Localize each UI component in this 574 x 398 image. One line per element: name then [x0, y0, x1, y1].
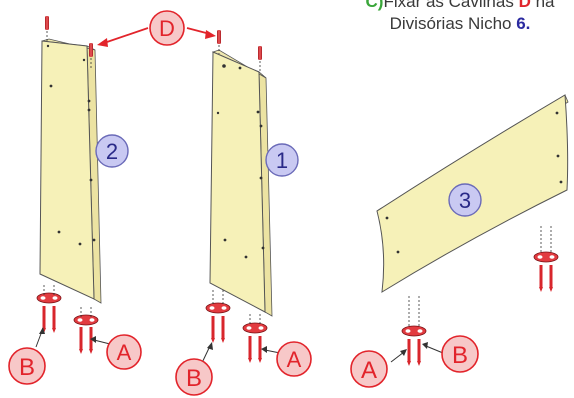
step-marker: C) [365, 0, 384, 11]
instruction-text: C)Fixar as Cavilhas D na Divisórias Nich… [330, 0, 574, 35]
dowel-reference: D [518, 0, 531, 11]
label-b-left: B [8, 347, 46, 385]
dowel-d-3 [217, 30, 221, 54]
instruction-line-2-text: Divisórias Nicho [389, 14, 517, 33]
hardware-left [36, 285, 99, 354]
panel-number-2-text: 2 [106, 139, 118, 164]
panel-2 [39, 38, 102, 304]
panel-number-2: 2 [95, 134, 129, 168]
cam-bracket-b-left [36, 285, 62, 333]
label-a-right-text: A [361, 357, 377, 384]
instruction-line-1: C)Fixar as Cavilhas D na [330, 0, 574, 13]
label-a-left-text: A [117, 340, 132, 365]
dowel-d-4 [258, 46, 262, 72]
label-a-right: A [350, 350, 388, 388]
cam-bracket-right-back [533, 226, 559, 292]
hardware-right [401, 226, 559, 366]
panel-1 [209, 49, 273, 317]
label-b-left-text: B [19, 354, 35, 381]
cam-bracket-right-front [401, 296, 427, 366]
label-b-right: B [441, 335, 479, 373]
label-d: D [149, 10, 185, 46]
label-b-middle: B [175, 358, 213, 396]
cam-bracket-b-middle [205, 290, 231, 343]
instruction-text-2: na [530, 0, 555, 11]
d-leaders [97, 27, 216, 47]
panel-number-1-text: 1 [276, 148, 288, 173]
label-a-left: A [106, 334, 142, 370]
label-b-middle-text: B [186, 365, 202, 392]
label-d-text: D [159, 16, 175, 41]
instruction-text-1: Fixar as Cavilhas [383, 0, 519, 11]
niche-number: 6. [516, 14, 531, 33]
dowel-d-2 [89, 43, 93, 70]
cam-bracket-a-middle [242, 314, 268, 363]
cam-bracket-a-left [73, 307, 99, 354]
panel-number-3-text: 3 [459, 188, 471, 213]
panel-number-3: 3 [448, 183, 482, 217]
instruction-line-2: Divisórias Nicho 6. [330, 13, 574, 35]
label-a-middle: A [276, 341, 312, 377]
label-a-middle-text: A [287, 347, 302, 372]
panel-number-1: 1 [265, 143, 299, 177]
hardware-middle [205, 290, 268, 363]
dowel-d-1 [45, 16, 49, 42]
label-b-right-text: B [452, 342, 468, 369]
